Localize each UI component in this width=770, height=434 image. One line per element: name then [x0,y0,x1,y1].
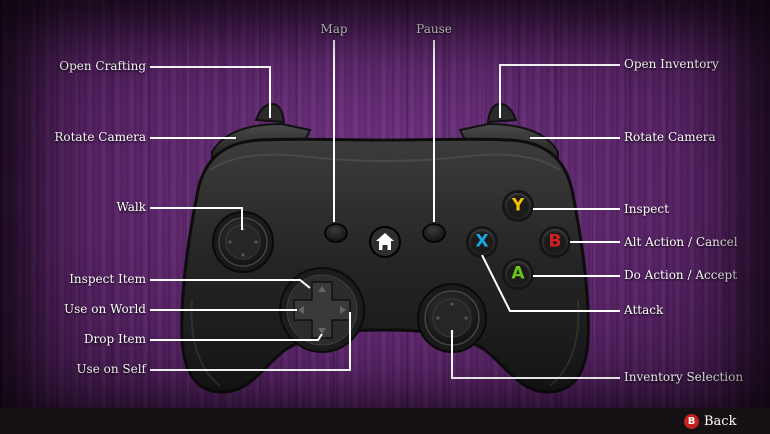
menu-button [422,223,446,243]
label-rotate-camera-left: Rotate Camera [54,130,146,144]
home-icon [369,226,401,258]
y-button-letter: Y [511,195,525,216]
back-label: Back [704,413,737,429]
dpad [279,267,365,353]
a-button-letter: A [511,263,525,284]
b-button-letter: B [548,231,562,252]
label-inventory-selection: Inventory Selection [624,370,744,384]
label-pause: Pause [416,22,452,36]
label-rotate-camera-right: Rotate Camera [624,130,716,144]
label-use-on-self: Use on Self [76,362,146,376]
right-trigger [486,102,518,124]
x-button-letter: X [475,231,489,252]
y-button: Y [505,193,531,219]
view-button [324,223,348,243]
label-attack: Attack [624,303,664,317]
back-button[interactable]: B Back [684,411,736,431]
b-button: B [542,229,568,255]
label-inspect-item: Inspect Item [69,272,146,286]
x-button: X [469,229,495,255]
label-use-on-world: Use on World [64,302,146,316]
label-do-action-accept: Do Action / Accept [624,268,738,282]
label-alt-action-cancel: Alt Action / Cancel [624,235,738,249]
label-walk: Walk [116,200,146,214]
label-inspect: Inspect [624,202,669,216]
a-button: A [505,261,531,287]
label-drop-item: Drop Item [83,332,146,346]
b-button-glyph-icon: B [684,413,699,429]
label-map: Map [320,22,348,36]
footer-bar [0,408,770,434]
left-stick [212,211,274,273]
leader-lines [150,40,620,379]
label-open-crafting: Open Crafting [59,59,146,73]
right-stick [417,283,487,353]
label-open-inventory: Open Inventory [624,57,719,71]
